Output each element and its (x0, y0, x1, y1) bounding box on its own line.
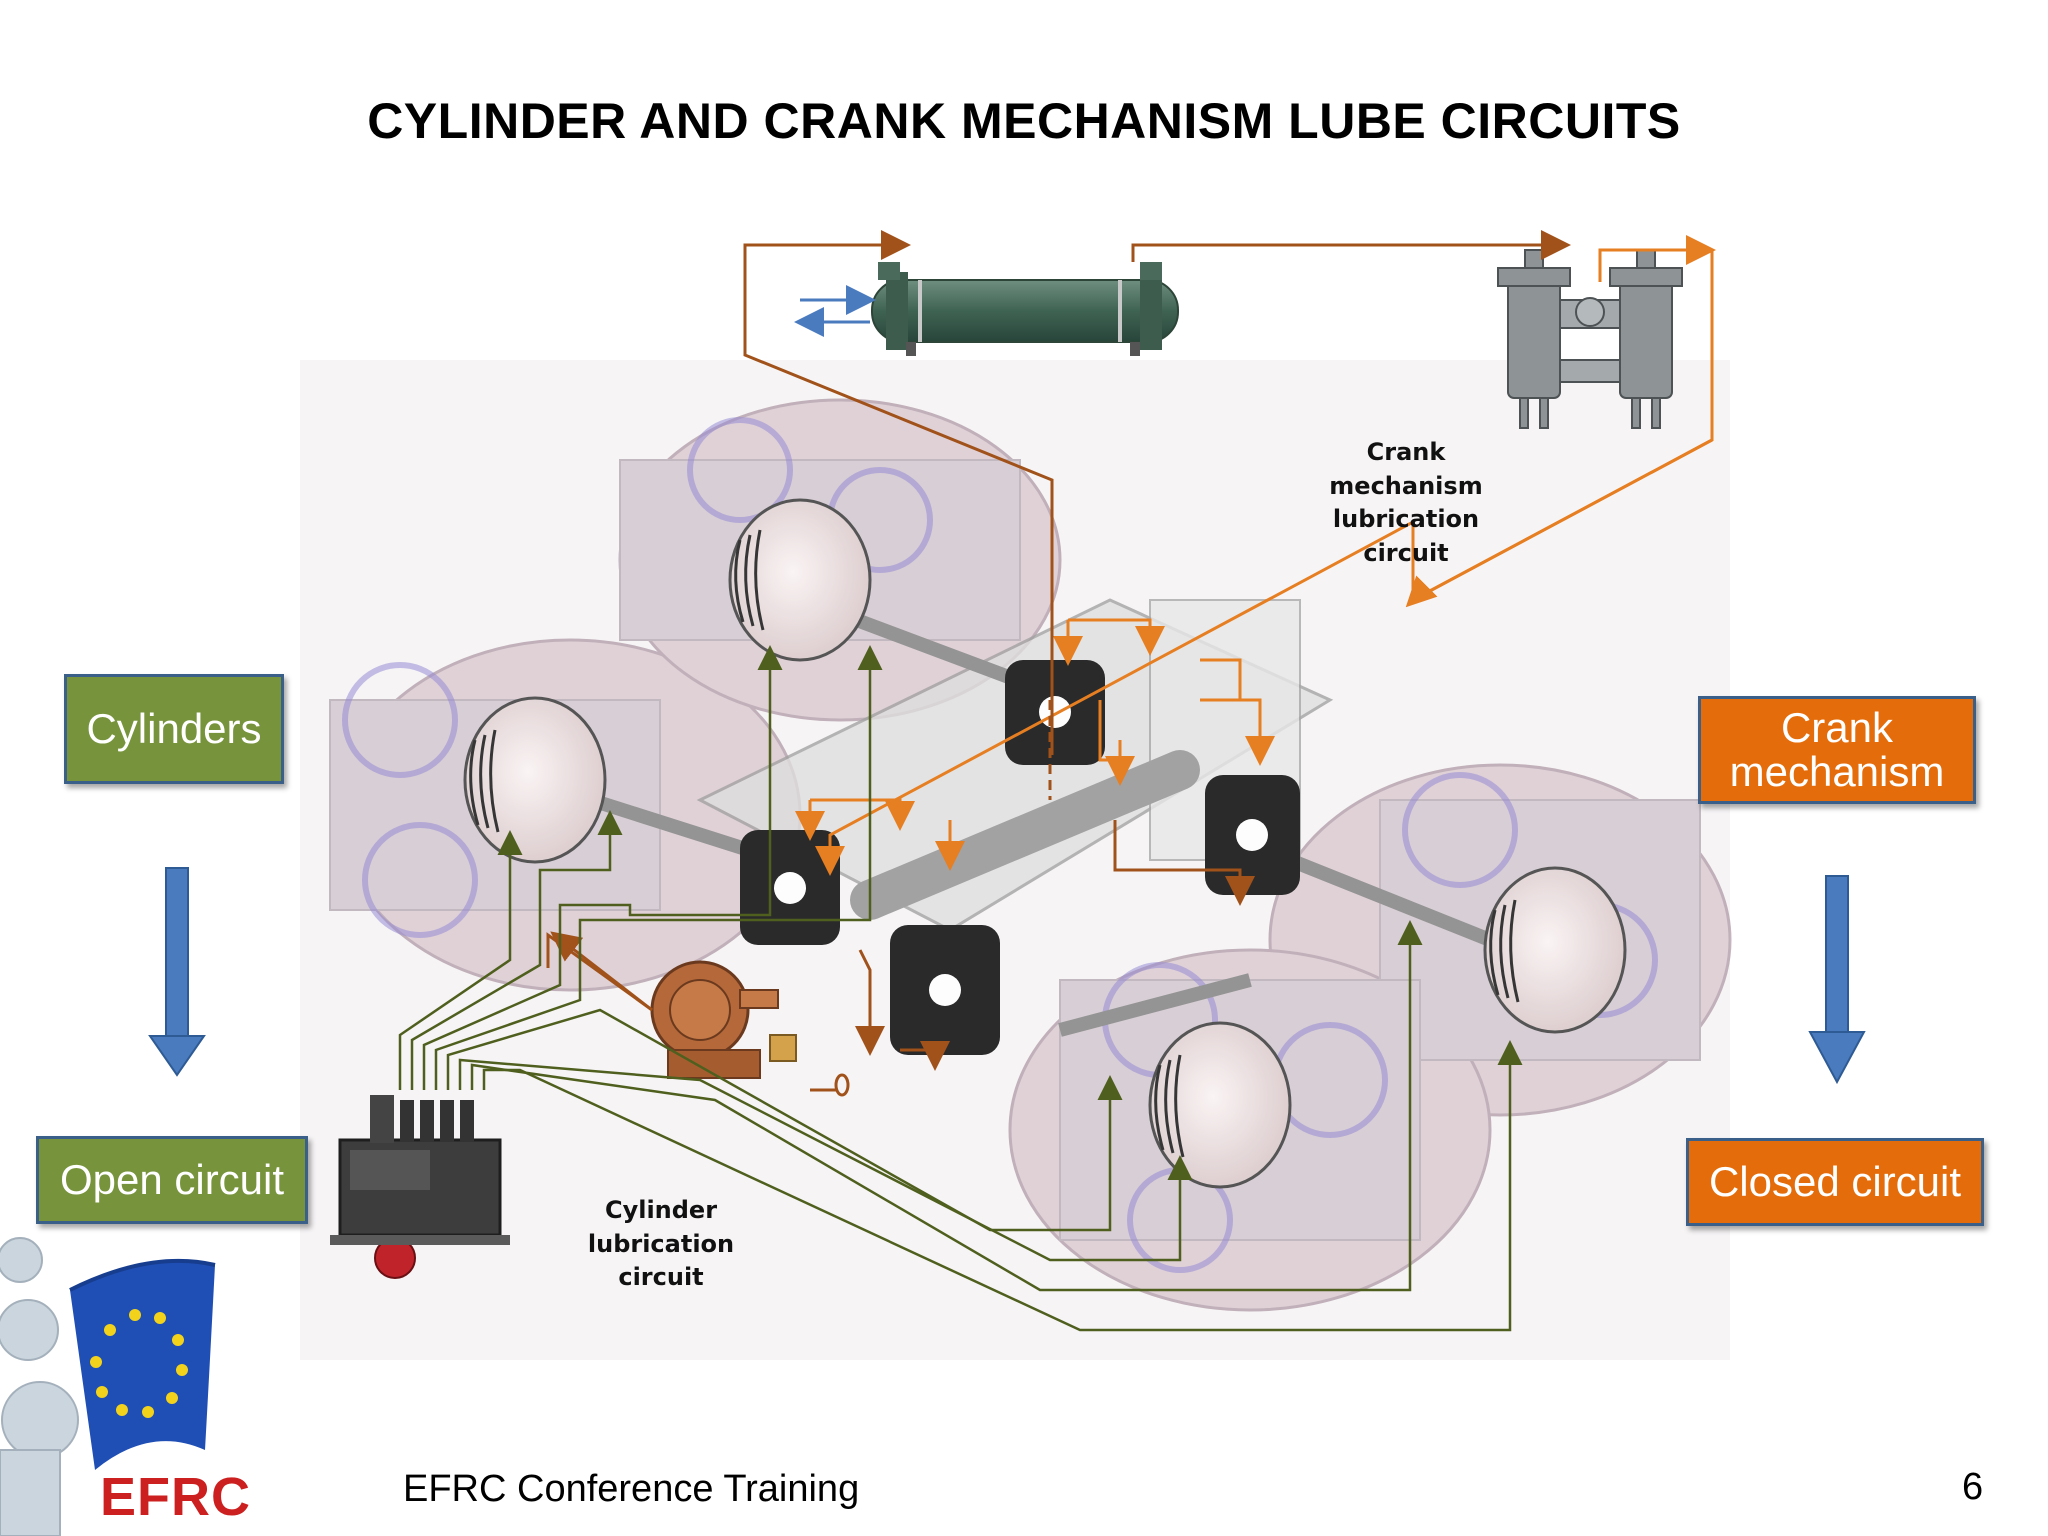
compressor-icon (329, 398, 1732, 1312)
open-circuit-label: Open circuit (59, 1155, 285, 1203)
closed-circuit-box: Closed circuit (1686, 1138, 1984, 1226)
crank-mechanism-label: Crank mechanism (1729, 703, 1945, 795)
page-number: 6 (1962, 1466, 1984, 1508)
oil-cooler-icon (871, 262, 1179, 356)
eu-flag-icon (0, 1237, 216, 1536)
slide-title: CYLINDER AND CRANK MECHANISM LUBE CIRCUI… (367, 93, 1681, 149)
footer-text: EFRC Conference Training (403, 1468, 860, 1510)
open-circuit-box: Open circuit (36, 1136, 308, 1224)
cylinders-to-open-arrow (148, 867, 206, 1077)
crank-mechanism-box: Crank mechanism (1698, 696, 1976, 804)
cylinder-circuit-label: Cylinder lubrication circuit (587, 1196, 735, 1292)
cylinders-box: Cylinders (64, 674, 284, 784)
efrc-logo: EFRC (100, 1467, 251, 1527)
crank-circuit-label: Crank mechanism lubrication circuit (1329, 438, 1483, 567)
lubricator-icon (330, 1095, 510, 1279)
cylinders-label: Cylinders (86, 704, 262, 752)
closed-circuit-label: Closed circuit (1708, 1157, 1962, 1205)
duplex-filter-icon (1497, 249, 1683, 429)
crank-to-closed-arrow (1808, 875, 1866, 1085)
